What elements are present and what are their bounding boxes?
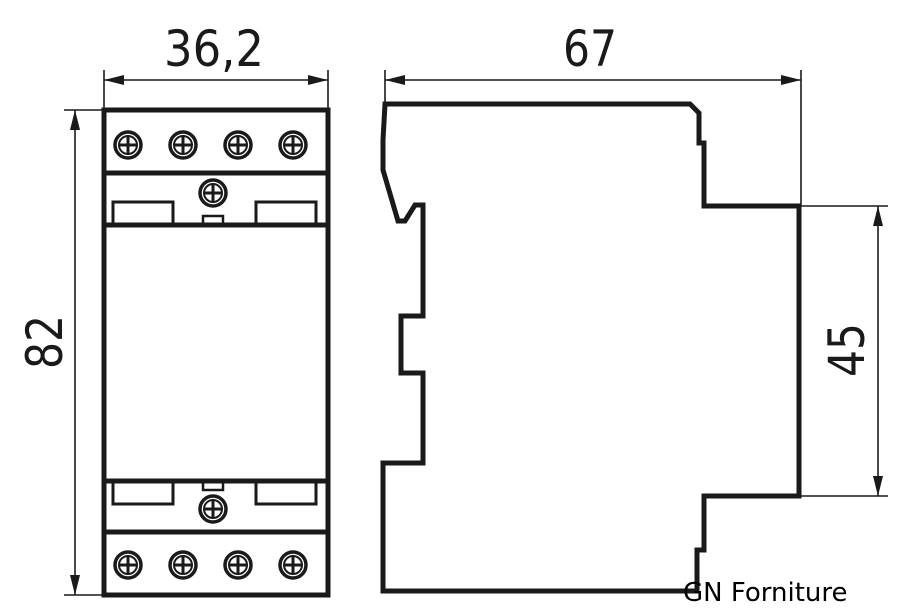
front-view [101,107,331,598]
side-view-outline [380,101,802,594]
screw-icon [113,130,143,160]
terminal-screws-top [113,130,308,160]
screw-icon [198,494,228,524]
height-label: 82 [16,315,74,369]
width-label: 36,2 [164,20,264,78]
front-outline [101,107,331,598]
screw-icon [278,550,308,580]
dimension-front-height: 45 [801,205,888,497]
label-window-right [254,200,318,227]
front-height-label: 45 [818,323,876,377]
terminal-screws-bottom [113,550,308,580]
screw-icon [168,130,198,160]
dimension-depth: 67 [384,20,802,206]
label-window-left [111,200,175,227]
dimension-width: 36,2 [103,20,329,108]
screw-icon [168,550,198,580]
screw-icon [113,550,143,580]
screw-icon [198,178,228,208]
dimension-height: 82 [16,109,102,596]
watermark: GN Forniture [683,578,848,608]
screw-icon [278,130,308,160]
depth-label: 67 [563,20,617,78]
screw-icon [223,550,253,580]
screw-icon [223,130,253,160]
